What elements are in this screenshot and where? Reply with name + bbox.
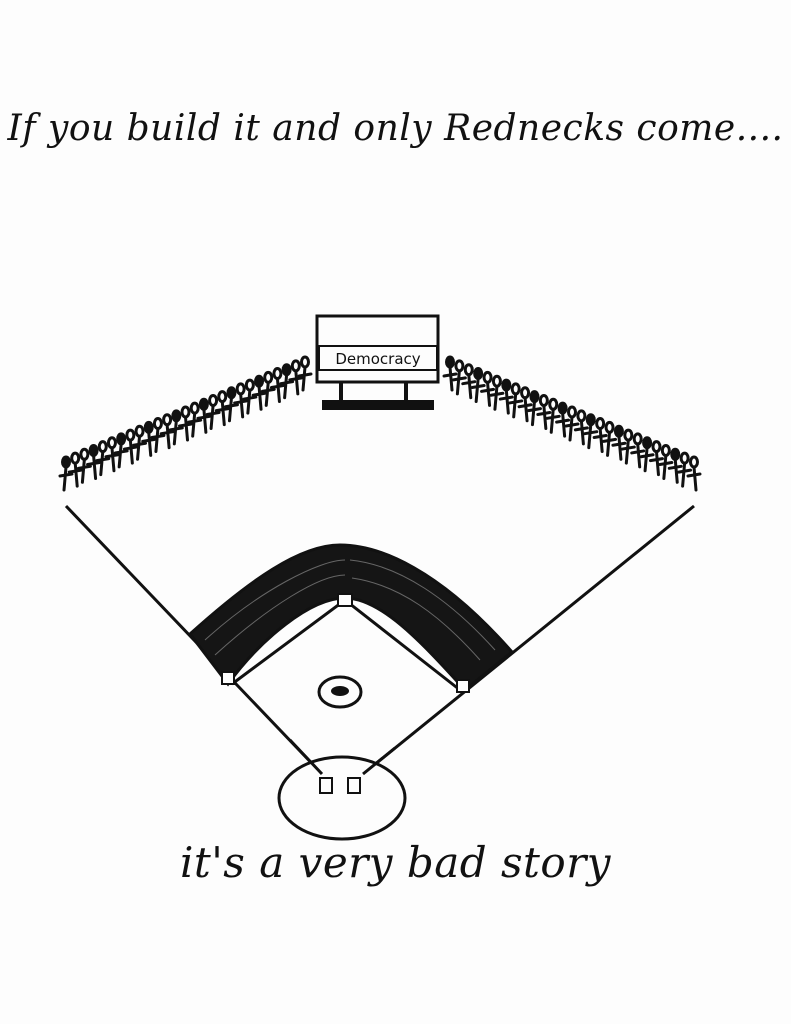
infield-dirt <box>187 543 515 693</box>
crowd-figure <box>620 428 636 465</box>
crowd-figure <box>297 355 313 392</box>
crowd-figure <box>279 363 295 400</box>
crowd-figure <box>630 432 646 469</box>
crowd-figure <box>639 436 655 473</box>
home-plate-circle <box>277 755 407 841</box>
crowd-figure <box>251 374 267 411</box>
crowd-figure <box>260 370 276 407</box>
crowd-figure <box>526 390 542 427</box>
dirt-texture <box>204 559 496 661</box>
crowd-figure <box>159 413 175 450</box>
batters-box-right <box>347 777 361 794</box>
crowd-figure <box>168 409 184 446</box>
crowd-figure <box>545 397 561 434</box>
crowd-figure <box>667 447 683 484</box>
crowd-figure <box>555 401 571 438</box>
crowd-figure <box>223 386 239 423</box>
crowd-figure <box>205 393 221 430</box>
crowd-figure <box>242 378 258 415</box>
crowd-figure <box>86 443 102 480</box>
crowd-figure <box>214 390 230 427</box>
crowd-figure <box>592 417 608 454</box>
crowd-figure <box>442 355 458 392</box>
crowd-figure <box>498 378 514 415</box>
bottom-caption: it's a very bad story <box>179 838 612 887</box>
crowd-figure <box>564 405 580 442</box>
crowd-figure <box>113 432 129 469</box>
home-foul-line-ends <box>288 738 396 776</box>
crowd-figure <box>58 455 74 492</box>
crowd-figure <box>451 359 467 396</box>
crowd-figure <box>187 401 203 438</box>
crowd-figure <box>489 374 505 411</box>
second-base <box>337 593 353 607</box>
crowd-figure <box>536 393 552 430</box>
crowd-figure <box>76 447 92 484</box>
sign-board <box>315 314 440 384</box>
crowd-figure <box>141 420 157 457</box>
top-caption: If you build it and only Rednecks come..… <box>7 108 784 149</box>
crowd-figure <box>611 424 627 461</box>
crowd-figure <box>132 424 148 461</box>
sign-text-box <box>318 345 438 371</box>
crowd-figures <box>58 355 702 492</box>
crowd-figure <box>196 397 212 434</box>
crowd-figure <box>178 405 193 442</box>
crowd-figure <box>269 367 285 404</box>
crowd-figure <box>583 413 599 450</box>
first-base <box>456 679 470 693</box>
crowd-figure <box>517 386 533 423</box>
crowd-figure <box>104 436 120 473</box>
democracy-sign: Democracy <box>315 314 440 410</box>
sign-base <box>322 400 434 410</box>
batters-box-left <box>319 777 333 794</box>
crowd-figure <box>677 451 693 488</box>
crowd-figure <box>686 455 702 492</box>
crowd-figure <box>470 367 486 404</box>
crowd-figure <box>150 417 166 454</box>
pitchers-rubber <box>331 686 349 696</box>
crowd-figure <box>648 440 664 477</box>
sign-text: Democracy <box>335 350 420 368</box>
crowd-figure <box>122 428 138 465</box>
crowd-figure <box>480 370 496 407</box>
right-foul-line <box>362 504 695 776</box>
crowd-figure <box>288 359 304 396</box>
crowd-figure <box>573 409 589 446</box>
third-base <box>221 671 235 685</box>
crowd-figure <box>602 420 618 457</box>
crowd-figure <box>508 382 524 419</box>
crowd-figure <box>233 382 249 419</box>
crowd-figure <box>658 443 674 480</box>
crowd-figure <box>461 363 477 400</box>
crowd-figure <box>95 440 111 477</box>
crowd-figure <box>67 451 83 488</box>
